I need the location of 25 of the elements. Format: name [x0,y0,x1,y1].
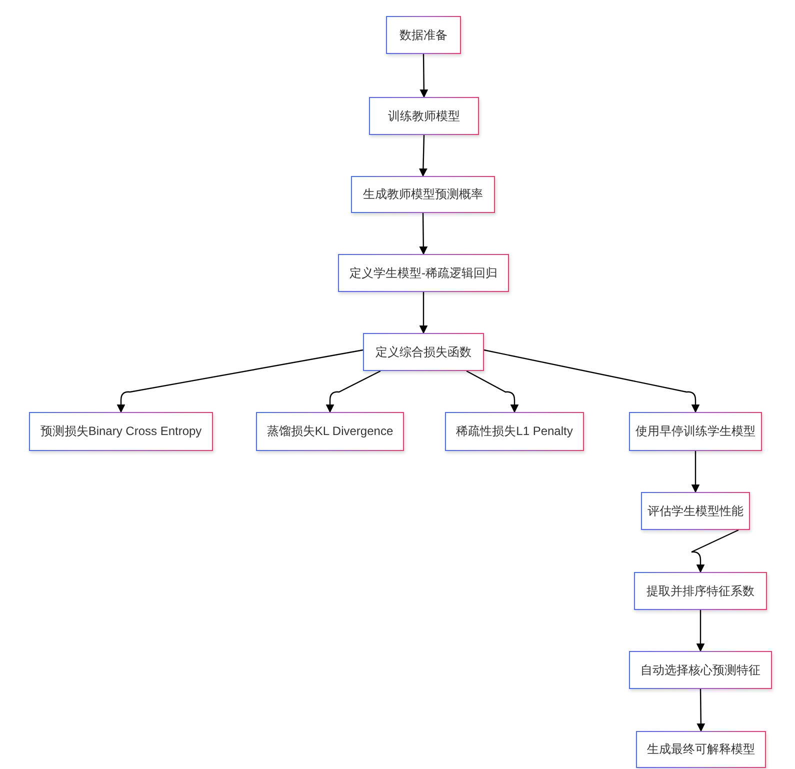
arrow [690,529,739,573]
process-box: 评估学生模型性能 [641,492,750,530]
arrow [116,349,364,413]
arrow [484,349,700,413]
process-box: 预测损失Binary Cross Entropy [29,412,213,451]
process-box: 蒸馏损失KL Divergence [256,412,404,451]
process-box: 定义综合损失函数 [363,333,484,371]
arrow [419,292,428,334]
process-box: 使用早停训练学生模型 [629,412,762,451]
process-box: 提取并排序特征系数 [634,572,767,610]
arrow [691,451,700,493]
process-box: 稀疏性损失L1 Penalty [445,412,584,451]
arrow [418,134,428,177]
process-box: 生成教师模型预测概率 [351,176,495,213]
process-box: 数据准备 [386,16,461,54]
arrow [326,370,381,413]
arrow [696,610,705,652]
arrow [419,213,428,255]
process-box: 自动选择核心预测特征 [629,651,772,689]
arrow [696,689,706,732]
arrow [420,54,428,98]
process-box: 生成最终可解释模型 [636,731,766,768]
process-box: 定义学生模型-稀疏逻辑回归 [338,254,509,292]
arrow [466,370,519,413]
process-box: 训练教师模型 [369,97,479,135]
